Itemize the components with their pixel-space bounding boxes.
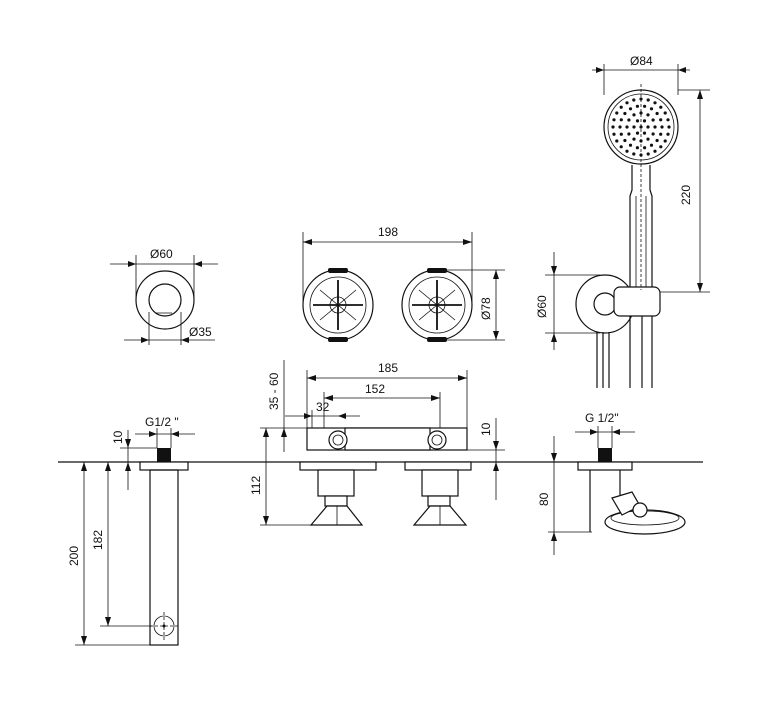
spout-body (149, 469, 179, 646)
spout-side-view: G1/2 " 10 182 200 (67, 415, 195, 646)
hand-shower-view: Ø84 220 Ø60 (535, 54, 710, 388)
holder-thread (598, 448, 612, 462)
hose (596, 332, 610, 388)
spout-rosette-outer (135, 270, 195, 330)
dim-spout-top: 10 (111, 430, 125, 444)
dim-valve-top: 10 (479, 422, 493, 436)
holder-side-view: G 1/2" 80 (537, 411, 686, 555)
spout-thread (157, 448, 171, 462)
dim-holder-height: 80 (537, 492, 551, 506)
dim-deck-thickness: 35 - 60 (267, 372, 281, 410)
dim-holder-rosette-diameter: Ø60 (535, 295, 549, 318)
dim-knobs-span: 198 (378, 225, 398, 239)
dim-spout-reach: 182 (91, 530, 105, 550)
spout-rosette-inner (148, 283, 182, 317)
dim-spout-total: 200 (67, 546, 81, 566)
dim-spout-inner-diameter: Ø35 (189, 325, 212, 339)
spout-rosette-view: Ø60 Ø35 (110, 247, 218, 345)
dim-outlet-offset: 32 (316, 400, 330, 414)
dim-body-span-inner: 152 (365, 382, 385, 396)
knobs-top-view: 198 Ø78 (302, 225, 505, 342)
dim-valve-height: 112 (249, 476, 263, 495)
valve-side-view: 185 152 32 35 - 60 112 10 (249, 360, 505, 526)
dim-spout-rosette-diameter: Ø60 (150, 247, 173, 261)
dim-spout-thread: G1/2 " (145, 415, 179, 429)
dim-hand-shower-diameter: Ø84 (630, 54, 653, 68)
dim-body-span-outer: 185 (378, 361, 398, 375)
dim-knob-diameter: Ø78 (479, 297, 493, 320)
spout-outlet (153, 615, 175, 637)
dim-hand-shower-length: 220 (679, 185, 693, 205)
knob-left (302, 268, 374, 342)
dim-holder-thread: G 1/2" (585, 411, 619, 425)
shower-head-nozzles (611, 97, 671, 157)
knob-right (401, 268, 473, 342)
